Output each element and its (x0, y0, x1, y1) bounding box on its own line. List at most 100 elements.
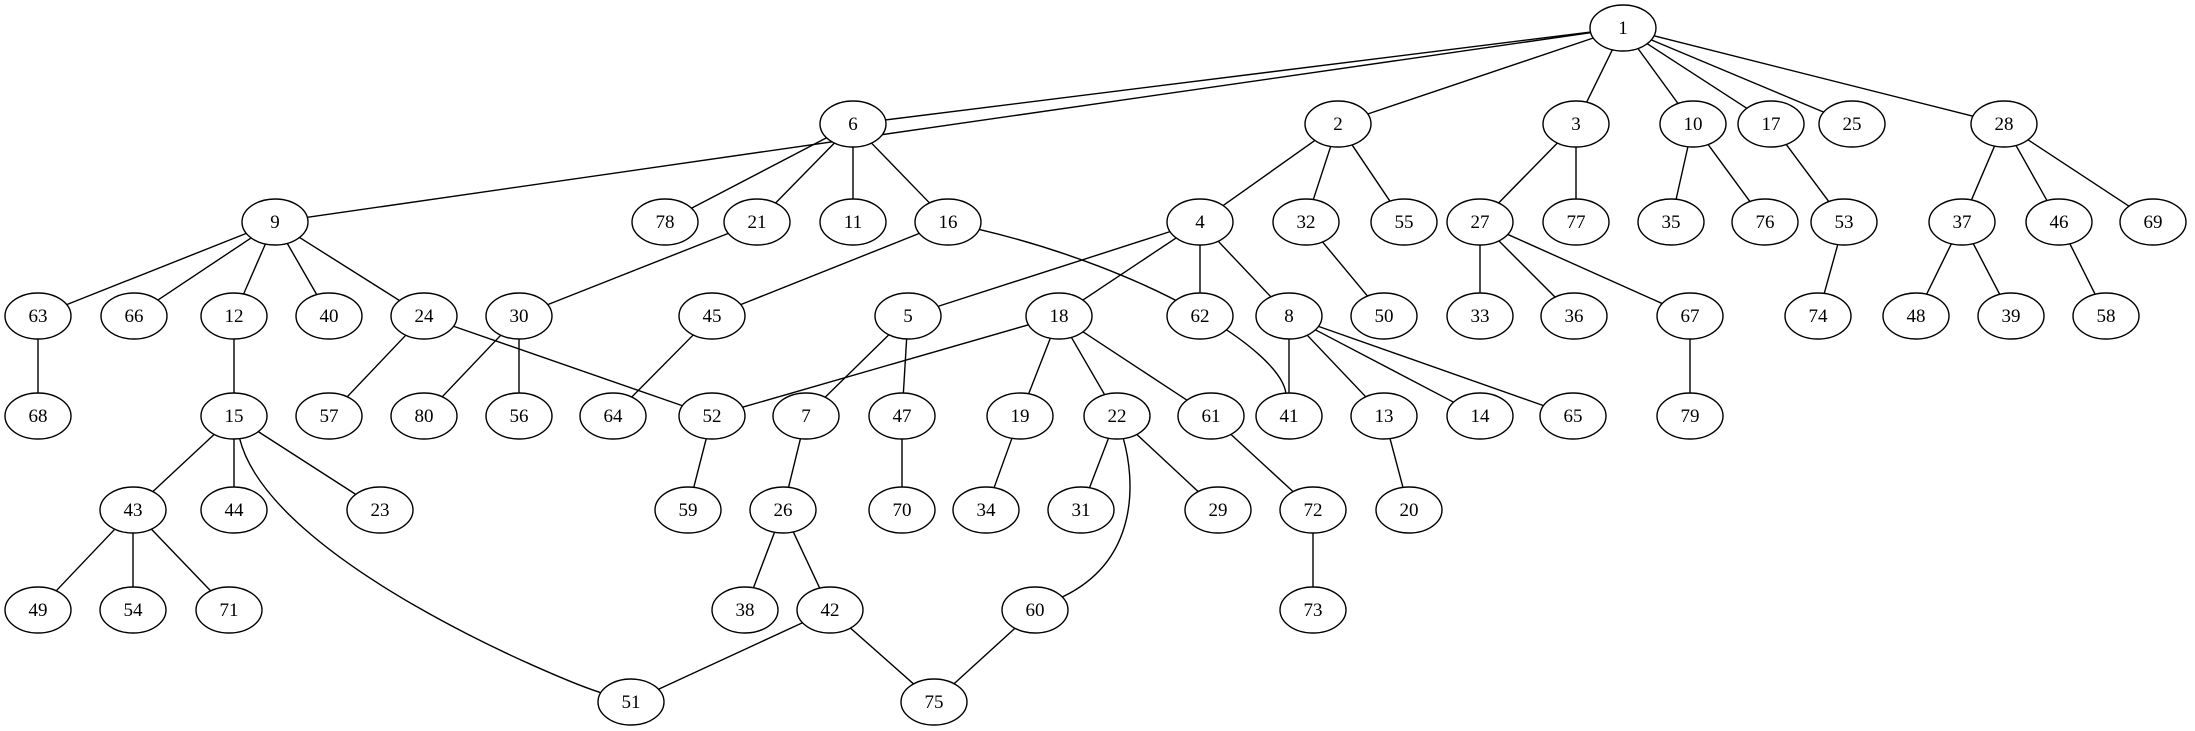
node-49-label: 49 (29, 600, 48, 621)
edge-18-22 (1070, 336, 1106, 396)
node-11: 11 (819, 198, 887, 246)
node-75-ellipse (900, 678, 968, 726)
node-1-ellipse (1589, 4, 1657, 52)
edge-2-55 (1351, 144, 1391, 202)
node-51-label: 51 (622, 692, 641, 713)
node-67-label: 67 (1681, 306, 1700, 327)
edge-1-9 (307, 31, 1591, 219)
node-55-ellipse (1370, 198, 1438, 246)
node-44-ellipse (200, 486, 268, 534)
node-74-label: 74 (1809, 306, 1829, 327)
node-35: 35 (1637, 198, 1705, 246)
edge-30-80 (441, 334, 502, 398)
node-46-ellipse (2025, 198, 2093, 246)
edge-18-19 (1028, 337, 1051, 395)
node-39-label: 39 (2002, 306, 2021, 327)
node-50: 50 (1350, 292, 1418, 340)
edge-32-50 (1321, 241, 1369, 297)
node-48-label: 48 (1907, 306, 1926, 327)
edge-5-7 (824, 334, 890, 398)
node-25: 25 (1818, 100, 1886, 148)
node-12-ellipse (200, 292, 268, 340)
edge-45-64 (631, 334, 694, 398)
edge-2-32 (1312, 146, 1332, 200)
edge-1-25 (1651, 39, 1824, 113)
node-61-ellipse (1177, 392, 1245, 440)
node-71: 71 (195, 586, 263, 634)
node-72-label: 72 (1304, 500, 1323, 521)
node-60: 60 (1001, 586, 1069, 634)
edge-8-14 (1315, 329, 1454, 403)
node-2: 2 (1304, 100, 1372, 148)
node-13: 13 (1350, 392, 1418, 440)
node-37: 37 (1928, 198, 1996, 246)
node-74-ellipse (1784, 292, 1852, 340)
node-39: 39 (1977, 292, 2045, 340)
node-4: 4 (1166, 198, 1234, 246)
node-12: 12 (200, 292, 268, 340)
node-22: 22 (1083, 392, 1151, 440)
edge-9-12 (242, 243, 267, 295)
edge-60-75 (953, 627, 1016, 685)
node-49-ellipse (4, 586, 72, 634)
node-24-label: 24 (415, 306, 435, 327)
edge-6-21 (775, 142, 835, 204)
node-35-label: 35 (1662, 212, 1681, 233)
node-23-ellipse (346, 486, 414, 534)
node-29: 29 (1184, 486, 1252, 534)
node-27-ellipse (1446, 198, 1514, 246)
edge-15-51 (238, 438, 602, 694)
node-4-label: 4 (1195, 212, 1205, 233)
node-42-label: 42 (821, 600, 840, 621)
node-55-label: 55 (1395, 212, 1414, 233)
node-34-label: 34 (977, 500, 997, 521)
node-10-ellipse (1659, 100, 1727, 148)
node-69: 69 (2119, 198, 2187, 246)
node-2-label: 2 (1333, 114, 1343, 135)
node-53: 53 (1810, 198, 1878, 246)
edge-17-53 (1785, 143, 1830, 203)
node-6: 6 (819, 100, 887, 148)
node-70: 70 (868, 486, 936, 534)
node-38: 38 (711, 586, 779, 634)
edge-28-46 (2015, 145, 2048, 201)
edge-37-39 (1972, 243, 2001, 295)
node-79: 79 (1656, 392, 1724, 440)
node-64-ellipse (579, 392, 647, 440)
node-78-label: 78 (656, 212, 675, 233)
node-25-label: 25 (1843, 114, 1862, 135)
edge-21-30 (547, 232, 729, 306)
node-43-label: 43 (124, 500, 143, 521)
edge-19-34 (993, 438, 1013, 488)
edge-24-57 (346, 334, 407, 398)
node-55: 55 (1370, 198, 1438, 246)
node-45-label: 45 (703, 306, 722, 327)
node-28: 28 (1970, 100, 2038, 148)
node-36: 36 (1540, 292, 1608, 340)
node-3-label: 3 (1571, 114, 1581, 135)
edge-43-71 (150, 528, 212, 592)
node-70-label: 70 (893, 500, 912, 521)
node-52-ellipse (678, 392, 746, 440)
node-14: 14 (1446, 392, 1514, 440)
node-39-ellipse (1977, 292, 2045, 340)
node-76-label: 76 (1756, 212, 1775, 233)
node-58-ellipse (2072, 292, 2140, 340)
edge-27-36 (1498, 240, 1556, 298)
edge-8-65 (1318, 325, 1544, 407)
node-8-label: 8 (1284, 306, 1294, 327)
node-19-ellipse (986, 392, 1054, 440)
node-74: 74 (1784, 292, 1852, 340)
node-52-label: 52 (703, 406, 722, 427)
node-2-ellipse (1304, 100, 1372, 148)
node-80: 80 (390, 392, 458, 440)
node-73-ellipse (1279, 586, 1347, 634)
edge-5-47 (902, 338, 908, 394)
node-40-ellipse (295, 292, 363, 340)
edge-43-49 (55, 528, 116, 592)
node-20: 20 (1375, 486, 1443, 534)
edge-18-52 (742, 324, 1029, 408)
node-68: 68 (4, 392, 72, 440)
edge-61-72 (1230, 433, 1294, 493)
